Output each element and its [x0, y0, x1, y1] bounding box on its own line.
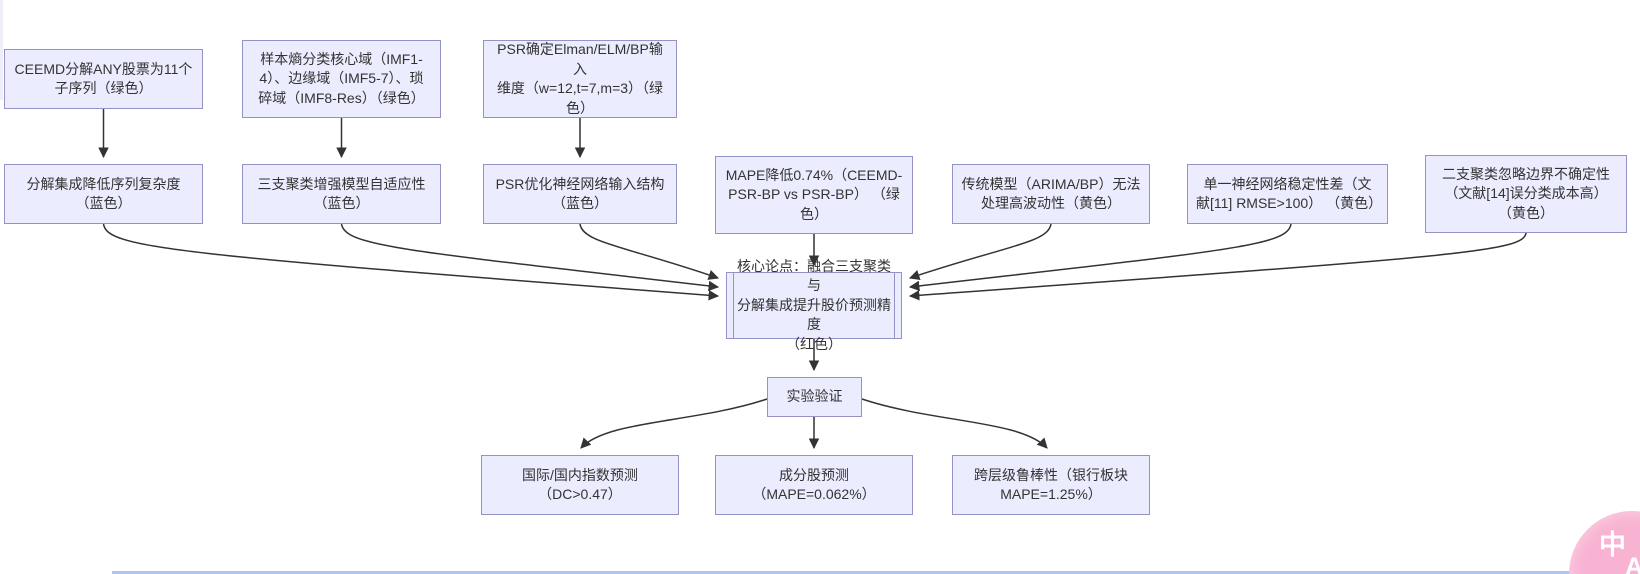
left-edge-strip [0, 0, 3, 100]
node-constituent-stock-prediction: 成分股预测 （MAPE=0.062%） [715, 455, 913, 515]
edge-experimental-validation--index-prediction [580, 398, 768, 449]
chinese-glyph-icon: 中 [1599, 530, 1626, 560]
bottom-highlight-strip [112, 571, 1640, 574]
node-index-prediction: 国际/国内指数预测 （DC>0.47） [481, 455, 679, 515]
translate-plugin-button[interactable]: 中 A [1569, 511, 1640, 574]
node-ceemd-decompose: CEEMD分解ANY股票为11个 子序列（绿色） [4, 49, 203, 109]
node-mape-reduction: MAPE降低0.74%（CEEMD- PSR-BP vs PSR-BP） （绿 … [715, 156, 913, 234]
node-three-way-clustering-adaptivity: 三支聚类增强模型自适应性 （蓝色） [242, 164, 441, 224]
edge-two-way-clustering-limitation--core-thesis [908, 232, 1527, 301]
edge-three-way-clustering-adaptivity--core-thesis [340, 223, 720, 292]
node-traditional-model-limitation: 传统模型（ARIMA/BP）无法 处理高波动性（黄色） [952, 164, 1150, 224]
edge-psr-optimizes-input--core-thesis [579, 223, 719, 280]
node-experimental-validation: 实验验证 [767, 377, 862, 417]
edge-single-nn-instability--core-thesis [908, 223, 1292, 292]
node-two-way-clustering-limitation: 二支聚类忽略边界不确定性 （文献[14]误分类成本高） （黄色） [1425, 155, 1627, 233]
edge-experimental-validation--cross-level-robustness [861, 398, 1048, 449]
edge-traditional-model-limitation--core-thesis [909, 223, 1052, 280]
latin-a-glyph-icon: A [1625, 553, 1640, 574]
node-sample-entropy-classify: 样本熵分类核心域（IMF1- 4）、边缘域（IMF5-7）、琐 碎域（IMF8-… [242, 40, 441, 118]
node-single-nn-instability: 单一神经网络稳定性差（文 献[11] RMSE>100） （黄色） [1187, 164, 1388, 224]
edge-decomposition-reduces-complexity--core-thesis [102, 223, 720, 301]
node-psr-optimizes-input: PSR优化神经网络输入结构 （蓝色） [483, 164, 677, 224]
node-cross-level-robustness: 跨层级鲁棒性（银行板块 MAPE=1.25%） [952, 455, 1150, 515]
node-core-thesis: 核心论点：融合三支聚类与 分解集成提升股价预测精度 （红色） [726, 258, 902, 352]
node-psr-input-dimension: PSR确定Elman/ELM/BP输入 维度（w=12,t=7,m=3）（绿 色… [483, 40, 677, 118]
node-decomposition-reduces-complexity: 分解集成降低序列复杂度 （蓝色） [4, 164, 203, 224]
